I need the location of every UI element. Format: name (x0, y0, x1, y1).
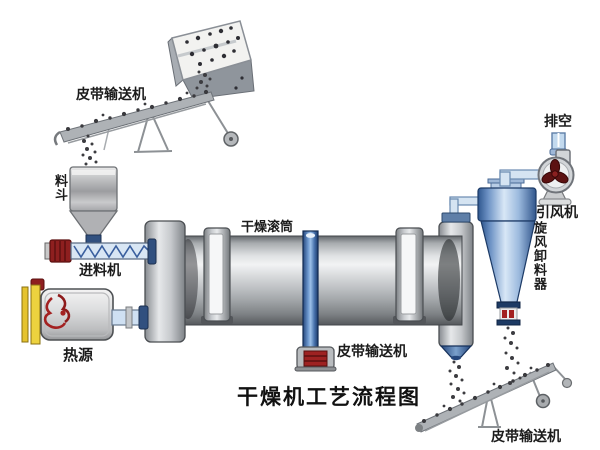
hopper-graphic (68, 166, 119, 244)
belt-conveyor-bottom-graphic (415, 362, 573, 433)
label-heat-source: 热源 (63, 347, 94, 364)
discharge-cone-graphic (439, 345, 473, 361)
material-stream-box (195, 70, 212, 90)
material-stream-hopper (81, 134, 98, 166)
riding-ring-right (393, 227, 426, 324)
hot-air-pipe-graphic (111, 305, 149, 330)
screw-feeder-graphic (44, 238, 157, 265)
cyclone-graphic (477, 178, 537, 326)
label-cyclone-discharger: 旋风卸料器 (532, 221, 547, 291)
riding-ring-left (201, 227, 233, 324)
feed-box (167, 20, 255, 100)
induced-draft-fan-graphic (537, 149, 575, 206)
diagram-title: 干燥机工艺流程图 (237, 385, 421, 409)
label-belt-conveyor-center: 皮带输送机 (337, 343, 407, 359)
label-belt-conveyor-bottom: 皮带输送机 (491, 428, 561, 444)
material-stream-discharge (448, 360, 466, 403)
label-hopper: 料斗 (53, 174, 68, 202)
material-stream-cyclone (503, 326, 522, 385)
cyclone-inlet-pipe-graphic (441, 196, 483, 223)
label-feeder: 进料机 (79, 262, 121, 278)
label-induced-draft-fan: 引风机 (536, 204, 578, 220)
label-exhaust: 排空 (544, 113, 572, 129)
label-belt-conveyor-top: 皮带输送机 (76, 86, 146, 102)
discharge-chute-graphic (294, 230, 337, 372)
fan-blades-icon (541, 159, 569, 184)
heat-source-graphic (21, 278, 114, 345)
label-drying-drum: 干燥滚筒 (241, 219, 294, 234)
belt-conveyor-top-graphic (53, 89, 239, 153)
